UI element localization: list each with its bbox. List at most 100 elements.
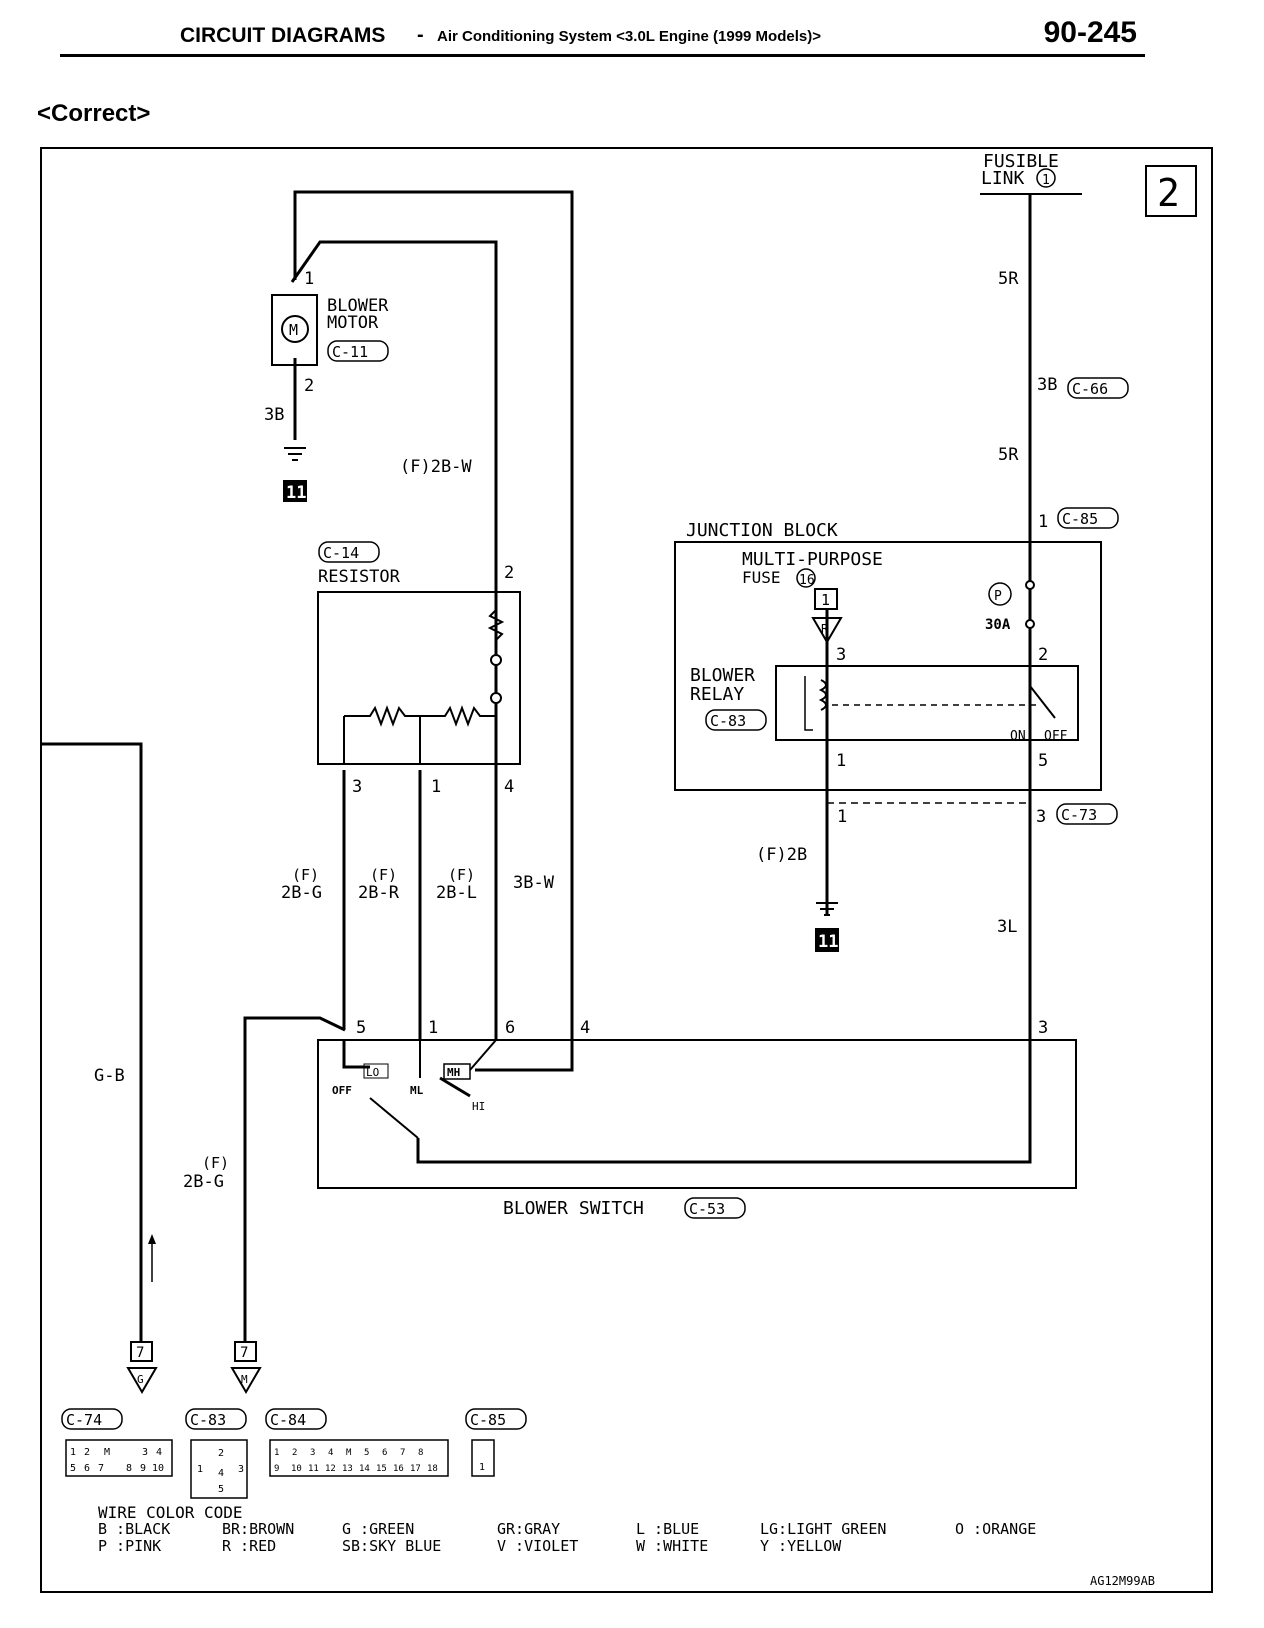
c84-pin: 4 — [328, 1448, 333, 1458]
resistor-pin-3: 3 — [352, 777, 362, 797]
resistor-pin-2: 2 — [504, 563, 514, 583]
fuse-mark: P — [994, 589, 1002, 604]
ground-number-1: 11 — [286, 483, 306, 503]
blower-switch: 5 1 6 4 3 LO ML MH HI OFF BLOWER SWITCH … — [317, 1018, 1077, 1219]
color-code-title: WIRE COLOR CODE — [98, 1503, 243, 1522]
fusible-link-label-1: FUSIBLE — [983, 151, 1059, 172]
terminal-2-mark: M — [241, 1373, 248, 1386]
motor-icon — [281, 315, 309, 343]
blower-relay-connector: C-83 — [710, 712, 746, 730]
c73-pin-1: 1 — [837, 807, 847, 827]
resistor-connector: C-14 — [323, 544, 359, 562]
terminal-gb: 7 G — [126, 1341, 158, 1394]
switch-pos-hi: HI — [472, 1100, 485, 1113]
c84-pin: 2 — [292, 1448, 297, 1458]
wire-3b-c66: 3B — [1037, 375, 1057, 395]
ground-number-2: 11 — [818, 932, 838, 952]
color-code-entry: G :GREEN — [342, 1520, 414, 1538]
c83-pin: 5 — [218, 1484, 224, 1495]
c84-pin: 17 — [410, 1464, 421, 1474]
color-code-entry: GR:GRAY — [497, 1520, 560, 1538]
wire-3bw: 3B-W — [513, 873, 555, 893]
switch-pin-1: 1 — [428, 1018, 438, 1038]
wiring — [41, 190, 1082, 1342]
c84-pin: 14 — [359, 1464, 370, 1474]
c74-pin: 3 — [142, 1447, 148, 1458]
fuse-label-2: FUSE — [742, 568, 781, 587]
sheet-number-box — [1145, 165, 1197, 217]
fuse-label-1: MULTI-PURPOSE — [742, 549, 883, 570]
c74-pin: 5 — [70, 1463, 76, 1474]
figure-id: AG12M99AB — [1090, 1574, 1155, 1588]
c74-pin: 1 — [70, 1447, 76, 1458]
c83-pin: 2 — [218, 1448, 224, 1459]
c73-tag: C-73 — [1061, 806, 1097, 824]
color-code-entry: B :BLACK — [98, 1520, 170, 1538]
c84-pin: 16 — [393, 1464, 404, 1474]
arrow-head-icon — [148, 1234, 156, 1244]
wire-f-left: (F) — [202, 1154, 229, 1172]
ground-symbol-2 — [816, 902, 838, 916]
c84-pin: 13 — [342, 1464, 353, 1474]
c83-pin: 3 — [238, 1464, 244, 1475]
page-header: CIRCUIT DIAGRAMS - Air Conditioning Syst… — [60, 14, 1145, 57]
c84-pin: M — [346, 1448, 352, 1458]
wire-gb: G-B — [94, 1066, 125, 1086]
c84-pin: 12 — [325, 1464, 336, 1474]
blower-relay-label-2: RELAY — [690, 684, 744, 705]
c84-pin: 3 — [310, 1448, 315, 1458]
page-number: 90-245 — [1043, 16, 1137, 49]
resistor-label: RESISTOR — [318, 567, 401, 587]
wire-2bg-left: 2B-G — [183, 1172, 224, 1192]
sheet-number: 2 — [1157, 171, 1180, 215]
c74-pin: 8 — [126, 1463, 132, 1474]
junction-block-label: JUNCTION BLOCK — [686, 520, 838, 541]
fusible-link-number: 1 — [1042, 173, 1050, 188]
color-code-entry: L :BLUE — [636, 1520, 699, 1538]
c74-pin: 6 — [84, 1463, 90, 1474]
color-code-entry: P :PINK — [98, 1537, 161, 1555]
color-code-entry: O :ORANGE — [955, 1520, 1036, 1538]
terminal-2bg: 7 M — [230, 1341, 262, 1394]
c84-pin: 7 — [400, 1448, 405, 1458]
wire-f-2: (F) — [370, 866, 397, 884]
relay-off: OFF — [1044, 729, 1068, 744]
blower-relay: BLOWER RELAY C-83 ON OFF 3 2 1 5 — [690, 645, 1079, 771]
wire-2bl: 2B-L — [436, 883, 477, 903]
c74-pin: 10 — [152, 1463, 164, 1474]
page-label: <Correct> — [37, 100, 151, 127]
connector-view-c85: C-85 1 — [465, 1408, 527, 1477]
c73-pin-3: 3 — [1036, 807, 1046, 827]
ground-box-1 — [283, 480, 307, 502]
c74-pin: 9 — [140, 1463, 146, 1474]
section-title: CIRCUIT DIAGRAMS — [180, 24, 386, 47]
relay-pin-2: 2 — [1038, 645, 1048, 665]
color-code-entry: BR:BROWN — [222, 1520, 294, 1538]
c85-view-tag: C-85 — [470, 1411, 506, 1429]
c83-tag: C-83 — [190, 1411, 226, 1429]
color-code-entry: V :VIOLET — [497, 1537, 578, 1555]
relay-pin-3: 3 — [836, 645, 846, 665]
color-code-entry: W :WHITE — [636, 1537, 708, 1555]
diagram-frame — [40, 147, 1213, 1593]
c84-pin: 9 — [274, 1464, 279, 1474]
wire-2b-relay: (F)2B — [756, 845, 807, 865]
wire-color-code: WIRE COLOR CODE B :BLACK BR:BROWN G :GRE… — [98, 1503, 1036, 1555]
c84-pin: 18 — [427, 1464, 438, 1474]
switch-pos-ml: ML — [410, 1084, 424, 1097]
color-code-entry: R :RED — [222, 1537, 276, 1555]
wire-f-3: (F) — [448, 866, 475, 884]
terminal-1-num: 7 — [136, 1345, 144, 1361]
ground-symbol-1 — [284, 447, 306, 461]
relay-pin-1: 1 — [836, 751, 846, 771]
motor-pin-2: 2 — [304, 376, 314, 396]
relay-on: ON — [1010, 729, 1026, 744]
switch-pin-3: 3 — [1038, 1018, 1048, 1038]
switch-pin-6: 6 — [505, 1018, 515, 1038]
c84-pin: 5 — [364, 1448, 369, 1458]
wire-3b-motor: 3B — [264, 405, 284, 425]
switch-pin-4: 4 — [580, 1018, 590, 1038]
c74-pin: M — [104, 1447, 110, 1458]
wire-3l: 3L — [997, 917, 1017, 937]
c83-pin: 1 — [197, 1464, 203, 1475]
